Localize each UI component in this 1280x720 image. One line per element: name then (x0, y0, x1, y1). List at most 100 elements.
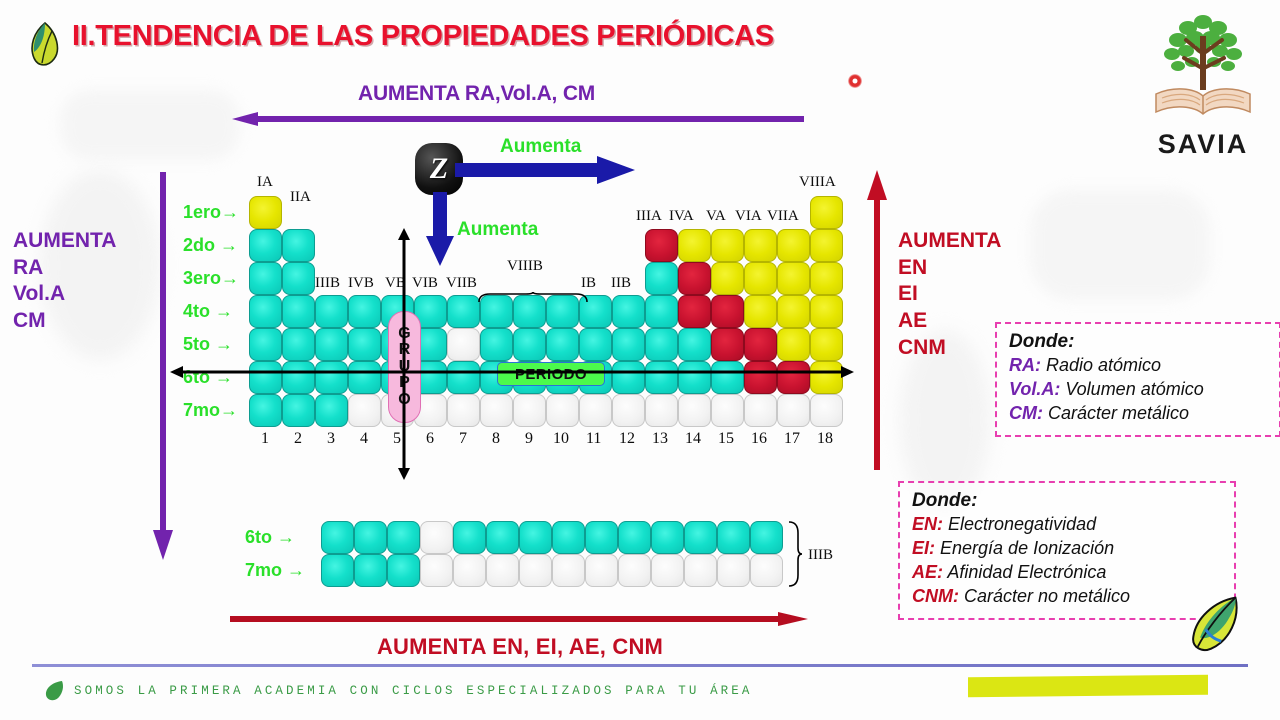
periodic-cell[interactable] (282, 394, 315, 427)
periodic-cell[interactable] (612, 295, 645, 328)
f-block-cell[interactable] (453, 521, 486, 554)
periodic-cell[interactable] (711, 229, 744, 262)
periodic-cell[interactable] (249, 262, 282, 295)
periodic-cell[interactable] (711, 328, 744, 361)
periodic-cell[interactable] (810, 196, 843, 229)
periodic-cell[interactable] (711, 361, 744, 394)
periodic-cell[interactable] (678, 262, 711, 295)
periodic-cell[interactable] (645, 229, 678, 262)
periodic-cell[interactable] (513, 328, 546, 361)
periodic-cell[interactable] (678, 394, 711, 427)
f-block-cell[interactable] (486, 554, 519, 587)
periodic-cell[interactable] (810, 229, 843, 262)
periodic-cell[interactable] (744, 361, 777, 394)
periodic-cell[interactable] (810, 394, 843, 427)
periodic-cell[interactable] (579, 295, 612, 328)
f-block-cell[interactable] (585, 554, 618, 587)
periodic-cell[interactable] (612, 394, 645, 427)
f-block-cell[interactable] (387, 554, 420, 587)
periodic-cell[interactable] (645, 394, 678, 427)
periodic-cell[interactable] (513, 295, 546, 328)
periodic-cell[interactable] (513, 394, 546, 427)
f-block-cell[interactable] (651, 554, 684, 587)
periodic-cell[interactable] (645, 295, 678, 328)
periodic-cell[interactable] (282, 262, 315, 295)
periodic-cell[interactable] (480, 328, 513, 361)
f-block-cell[interactable] (684, 521, 717, 554)
periodic-cell[interactable] (777, 262, 810, 295)
periodic-cell[interactable] (711, 295, 744, 328)
f-block-cell[interactable] (750, 521, 783, 554)
periodic-cell[interactable] (249, 196, 282, 229)
periodic-cell[interactable] (315, 361, 348, 394)
periodic-cell[interactable] (282, 229, 315, 262)
f-block-cell[interactable] (387, 521, 420, 554)
periodic-cell[interactable] (579, 394, 612, 427)
f-block-cell[interactable] (354, 521, 387, 554)
periodic-cell[interactable] (579, 328, 612, 361)
f-block-cell[interactable] (420, 521, 453, 554)
f-block-cell[interactable] (486, 521, 519, 554)
f-block-cell[interactable] (750, 554, 783, 587)
periodic-cell[interactable] (249, 229, 282, 262)
periodic-cell[interactable] (546, 394, 579, 427)
periodic-cell[interactable] (645, 262, 678, 295)
periodic-cell[interactable] (744, 328, 777, 361)
periodic-cell[interactable] (744, 295, 777, 328)
periodic-cell[interactable] (612, 328, 645, 361)
f-block-cell[interactable] (651, 521, 684, 554)
periodic-cell[interactable] (315, 295, 348, 328)
periodic-cell[interactable] (546, 328, 579, 361)
periodic-cell[interactable] (744, 394, 777, 427)
periodic-cell[interactable] (480, 295, 513, 328)
periodic-cell[interactable] (348, 328, 381, 361)
periodic-cell[interactable] (447, 394, 480, 427)
f-block-cell[interactable] (321, 554, 354, 587)
periodic-cell[interactable] (282, 295, 315, 328)
periodic-cell[interactable] (777, 361, 810, 394)
periodic-cell[interactable] (249, 295, 282, 328)
periodic-cell[interactable] (249, 394, 282, 427)
periodic-cell[interactable] (810, 262, 843, 295)
f-block-cell[interactable] (552, 554, 585, 587)
f-block-cell[interactable] (420, 554, 453, 587)
periodic-cell[interactable] (282, 328, 315, 361)
periodic-cell[interactable] (678, 295, 711, 328)
periodic-cell[interactable] (645, 361, 678, 394)
periodic-cell[interactable] (777, 328, 810, 361)
periodic-cell[interactable] (612, 361, 645, 394)
periodic-cell[interactable] (249, 361, 282, 394)
periodic-cell[interactable] (777, 229, 810, 262)
f-block-cell[interactable] (717, 554, 750, 587)
f-block-cell[interactable] (453, 554, 486, 587)
periodic-cell[interactable] (480, 394, 513, 427)
periodic-cell[interactable] (810, 361, 843, 394)
f-block-cell[interactable] (354, 554, 387, 587)
f-block-cell[interactable] (519, 521, 552, 554)
periodic-cell[interactable] (348, 295, 381, 328)
periodic-cell[interactable] (777, 295, 810, 328)
periodic-cell[interactable] (744, 262, 777, 295)
periodic-cell[interactable] (678, 328, 711, 361)
periodic-cell[interactable] (645, 328, 678, 361)
f-block-cell[interactable] (684, 554, 717, 587)
periodic-cell[interactable] (315, 394, 348, 427)
periodic-cell[interactable] (711, 394, 744, 427)
periodic-cell[interactable] (348, 361, 381, 394)
periodic-cell[interactable] (678, 229, 711, 262)
periodic-cell[interactable] (315, 328, 348, 361)
periodic-cell[interactable] (810, 328, 843, 361)
f-block-cell[interactable] (618, 554, 651, 587)
periodic-cell[interactable] (777, 394, 810, 427)
periodic-cell[interactable] (678, 361, 711, 394)
f-block-cell[interactable] (717, 521, 750, 554)
periodic-cell[interactable] (282, 361, 315, 394)
f-block-cell[interactable] (618, 521, 651, 554)
periodic-cell[interactable] (744, 229, 777, 262)
f-block-cell[interactable] (552, 521, 585, 554)
periodic-cell[interactable] (546, 295, 579, 328)
f-block-cell[interactable] (585, 521, 618, 554)
periodic-cell[interactable] (810, 295, 843, 328)
periodic-cell[interactable] (447, 328, 480, 361)
f-block-cell[interactable] (321, 521, 354, 554)
